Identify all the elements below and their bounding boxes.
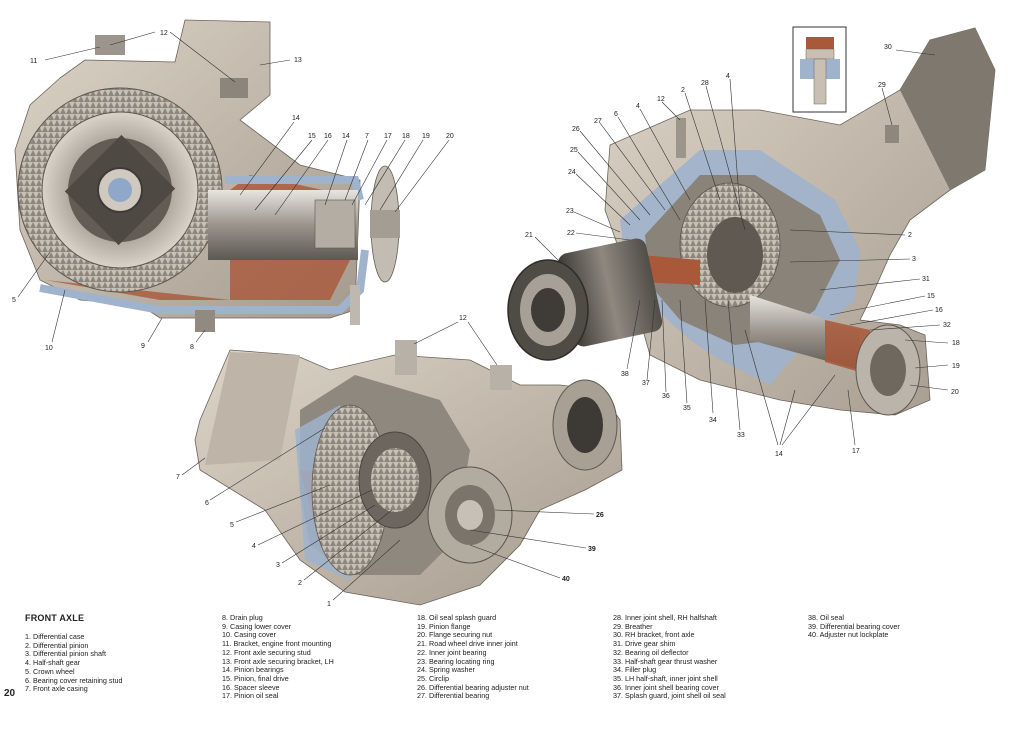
callout-bottom-2: 2 (298, 580, 302, 587)
callout-left-9: 9 (141, 343, 145, 350)
callout-bottom-39: 39 (588, 546, 596, 553)
callout-left-13: 13 (294, 57, 302, 64)
callout-bottom-5: 5 (230, 522, 234, 529)
callout-right-29: 29 (878, 82, 886, 89)
callout-right-35: 35 (683, 405, 691, 412)
callout-bottom-3: 3 (276, 562, 280, 569)
callout-right-12: 12 (657, 96, 665, 103)
inset-detail-box (792, 26, 847, 113)
bottom-cutaway-view (194, 340, 623, 606)
callout-right-38: 38 (621, 371, 629, 378)
callout-right-4b: 4 (636, 103, 640, 110)
left-sectional-view (14, 19, 400, 332)
callout-right-15: 15 (927, 293, 935, 300)
callout-left-14a: 14 (292, 115, 300, 122)
callout-right-36: 36 (662, 393, 670, 400)
callout-left-17: 17 (384, 133, 392, 140)
callout-right-34: 34 (709, 417, 717, 424)
callout-left-7: 7 (365, 133, 369, 140)
callout-bottom-7: 7 (176, 474, 180, 481)
callout-left-20: 20 (446, 133, 454, 140)
right-view-callouts: 30 29 12 28 4 2 6 4 27 26 25 24 23 22 21… (525, 44, 960, 458)
callout-right-20: 20 (951, 389, 959, 396)
callout-right-18: 18 (952, 340, 960, 347)
callout-right-26: 26 (572, 126, 580, 133)
bottom-view-callouts: 12 7 6 5 4 3 2 1 26 39 40 (176, 315, 604, 608)
callout-right-17: 17 (852, 448, 860, 455)
callout-right-27: 27 (594, 118, 602, 125)
callout-bottom-40: 40 (562, 576, 570, 583)
callout-bottom-6: 6 (205, 500, 209, 507)
callout-bottom-12: 12 (459, 315, 467, 322)
callout-bottom-1: 1 (327, 601, 331, 608)
callout-right-28: 28 (701, 80, 709, 87)
callout-right-22: 22 (567, 230, 575, 237)
callout-right-6: 6 (614, 111, 618, 118)
callout-right-16: 16 (935, 307, 943, 314)
callout-right-23: 23 (566, 208, 574, 215)
callout-right-3: 3 (912, 256, 916, 263)
right-sectional-view (507, 27, 996, 416)
callout-right-14: 14 (775, 451, 783, 458)
callout-right-4a: 4 (726, 73, 730, 80)
callout-bottom-26: 26 (596, 512, 604, 519)
callout-left-15: 15 (308, 133, 316, 140)
callout-left-5: 5 (12, 297, 16, 304)
callout-right-19: 19 (952, 363, 960, 370)
callout-left-19: 19 (422, 133, 430, 140)
callout-right-24: 24 (568, 169, 576, 176)
callout-left-11: 11 (30, 58, 37, 65)
callout-right-31: 31 (922, 276, 930, 283)
callout-left-8: 8 (190, 344, 194, 351)
callout-right-21: 21 (525, 232, 533, 239)
callout-right-2a: 2 (681, 87, 685, 94)
callout-right-32: 32 (943, 322, 951, 329)
callout-bottom-4: 4 (252, 543, 256, 550)
callout-right-25: 25 (570, 147, 578, 154)
callout-right-30: 30 (884, 44, 892, 51)
callout-left-18: 18 (402, 133, 410, 140)
callout-right-33: 33 (737, 432, 745, 439)
callout-left-16: 16 (324, 133, 332, 140)
left-view-callouts: 11 12 13 14 15 16 14 7 17 18 19 20 5 10 … (12, 30, 454, 352)
callout-left-12: 12 (160, 30, 168, 37)
callout-left-10: 10 (45, 345, 53, 352)
callout-left-14b: 14 (342, 133, 350, 140)
callout-right-37: 37 (642, 380, 650, 387)
callout-right-2b: 2 (908, 232, 912, 239)
